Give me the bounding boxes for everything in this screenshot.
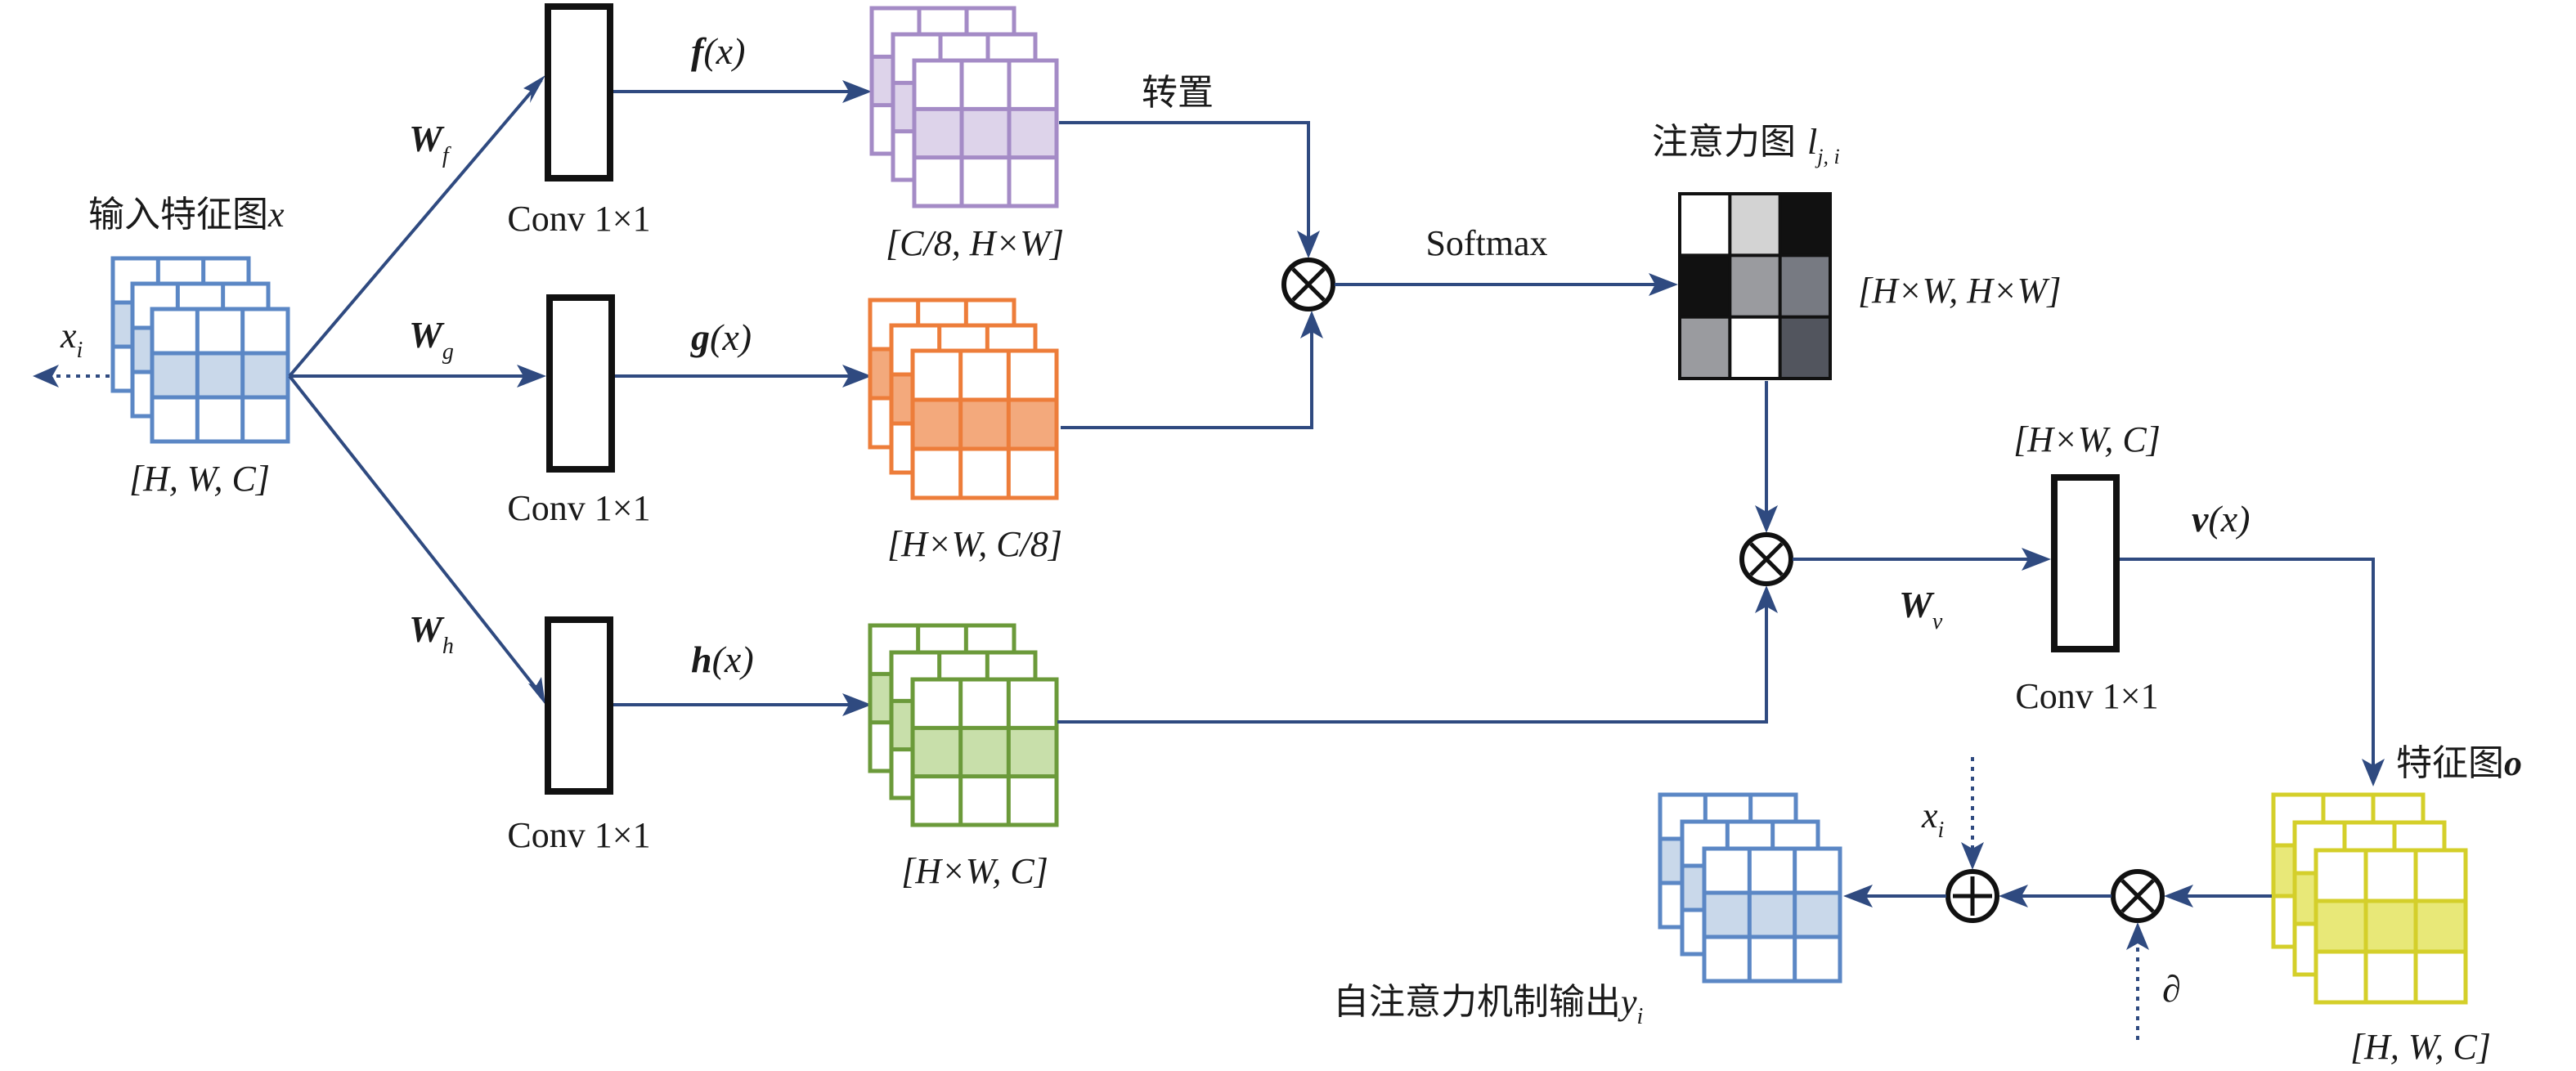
softmax-label: Softmax xyxy=(1425,223,1547,263)
gx-label: g(x) xyxy=(690,316,752,358)
hx-shape-label: [H×W, C] xyxy=(901,851,1048,891)
output-feature-map xyxy=(1658,792,1842,984)
conv-g-box xyxy=(546,294,615,473)
conv-h-box xyxy=(545,616,613,795)
arrowhead-icon xyxy=(2022,548,2051,571)
feature-o-shape-label: [H, W, C] xyxy=(2350,1027,2491,1067)
arrowhead-icon xyxy=(1300,311,1323,338)
multiply-operator-1 xyxy=(1281,258,1335,311)
edge-input-to-conv-f xyxy=(288,78,543,378)
feature-map-layer xyxy=(150,307,290,444)
arrowhead-icon xyxy=(33,365,59,388)
gx-shape-label: [H×W, C/8] xyxy=(887,524,1062,564)
scale-symbol-label: ∂ xyxy=(2162,968,2181,1010)
attention-cell xyxy=(1781,318,1829,377)
input-side-var-label: xi xyxy=(60,316,83,363)
scale-multiply-operator xyxy=(2111,869,2165,923)
arrowhead-icon xyxy=(2362,759,2385,786)
arrowhead-icon xyxy=(842,80,872,103)
arrowhead-icon xyxy=(1297,231,1320,258)
attention-cell xyxy=(1681,318,1729,377)
edge-gx-to-multiply xyxy=(1061,327,1313,429)
multiply-operator-2 xyxy=(1739,532,1793,586)
feature-map-layer xyxy=(2313,848,2468,1005)
attention-cell xyxy=(1731,195,1779,254)
arrowhead-icon xyxy=(2126,922,2149,950)
highlighted-row xyxy=(913,400,1057,449)
transpose-label: 转置 xyxy=(1142,72,1214,114)
edge-input-to-conv-h xyxy=(288,374,536,688)
conv-h-label: Conv 1×1 xyxy=(507,815,650,855)
residual-var-label: xi xyxy=(1921,795,1944,843)
arrowhead-icon xyxy=(1649,273,1678,296)
attention-cell xyxy=(1681,257,1729,316)
input-shape-label: [H, W, C] xyxy=(129,459,270,499)
attention-cell xyxy=(1731,257,1779,316)
conv-v-label: Conv 1×1 xyxy=(2015,676,2158,716)
attention-map-title: 注意力图 lj, i xyxy=(1652,121,1840,168)
value-shape-label: [H×W, C] xyxy=(2013,419,2161,459)
edge-hx-to-multiply xyxy=(1057,603,1768,724)
attention-shape-label: [H×W, H×W] xyxy=(1858,271,2061,311)
attention-cell xyxy=(1781,257,1829,316)
arrowhead-icon xyxy=(523,75,545,103)
attention-cell xyxy=(1681,195,1729,254)
hx-label: h(x) xyxy=(691,639,754,680)
weight-label-f: Wf xyxy=(409,118,451,168)
arrowhead-icon xyxy=(1755,505,1778,533)
arrowhead-icon xyxy=(1843,885,1873,907)
attention-map xyxy=(1678,192,1832,380)
weight-label-v: Wv xyxy=(1899,584,1943,634)
gx-feature-map xyxy=(868,298,1059,500)
arrowhead-icon xyxy=(2164,885,2193,907)
arrowhead-icon xyxy=(1755,585,1778,613)
attention-cell xyxy=(1781,195,1829,254)
edge-fx-transpose xyxy=(1059,121,1310,242)
add-operator xyxy=(1945,869,1999,923)
feature-o-title: 特征图o xyxy=(2396,742,2522,784)
highlighted-row xyxy=(913,728,1057,777)
feature-map-o xyxy=(2271,792,2468,1005)
fx-shape-label: [C/8, H×W] xyxy=(886,223,1064,263)
highlighted-row xyxy=(914,109,1057,158)
fx-label: f(x) xyxy=(691,30,745,72)
arrowhead-icon xyxy=(842,365,872,388)
attention-cell xyxy=(1731,318,1779,377)
input-feature-map xyxy=(110,256,290,444)
feature-map-layer xyxy=(1702,846,1842,984)
conv-g-label: Conv 1×1 xyxy=(507,488,650,528)
conv-f-label: Conv 1×1 xyxy=(507,199,650,239)
arrowhead-icon xyxy=(517,365,546,388)
conv-f-box xyxy=(545,3,613,181)
highlighted-row xyxy=(1704,893,1840,937)
fx-feature-map xyxy=(869,6,1059,208)
highlighted-row xyxy=(2316,901,2466,952)
edge-vx-to-feature-o xyxy=(2120,558,2375,769)
conv-v-box xyxy=(2051,474,2120,652)
hx-feature-map xyxy=(868,623,1059,827)
arrowhead-icon xyxy=(1999,885,2028,907)
arrowhead-icon xyxy=(1961,842,1984,870)
feature-map-layer xyxy=(910,348,1059,500)
feature-map-layer xyxy=(910,677,1059,827)
weight-label-h: Wh xyxy=(409,608,454,659)
output-title: 自注意力机制输出yi xyxy=(1333,981,1643,1029)
vx-label: v(x) xyxy=(2192,498,2250,540)
arrowhead-icon xyxy=(842,693,872,716)
feature-map-layer xyxy=(912,58,1059,208)
weight-label-g: Wg xyxy=(409,314,454,365)
highlighted-row xyxy=(152,353,288,397)
arrowhead-icon xyxy=(528,677,545,705)
input-feature-map-title: 输入特征图x xyxy=(88,194,285,235)
